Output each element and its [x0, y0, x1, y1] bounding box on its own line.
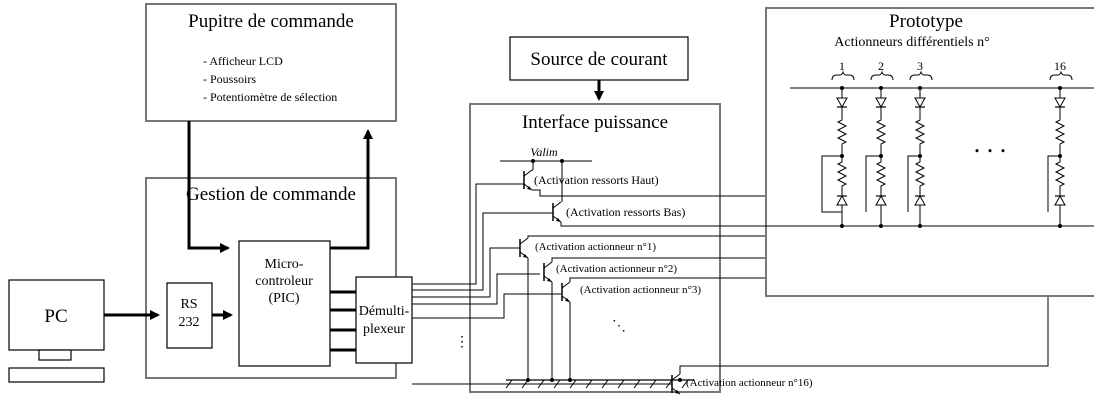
actuator-number-2: 2	[878, 59, 884, 73]
interface-ellipsis-diagonal: ⋱	[612, 319, 626, 334]
gestion-title: Gestion de commande	[186, 184, 356, 205]
bus-pupitre-to-micro	[187, 121, 230, 253]
demultiplexer-block: Démulti- plexeur	[355, 276, 413, 364]
actuator-column-1	[821, 86, 848, 228]
demux-line1: Démulti-	[359, 304, 410, 319]
label-act-1: (Activation actionneur n°1)	[535, 241, 656, 253]
rs232-line1: RS	[180, 297, 197, 312]
micro-line1: Micro-	[265, 257, 304, 272]
micro-line3: (PIC)	[268, 291, 299, 306]
pc-computer: PC	[8, 279, 105, 383]
label-act-16: (Activation actionneur n°16)	[686, 377, 813, 389]
pupitre-title: Pupitre de commande	[188, 11, 354, 32]
prototype-subtitle: Actionneurs différentiels n°	[834, 35, 989, 50]
pupitre-item-poussoirs: - Poussoirs	[203, 72, 256, 86]
pupitre-item-potentiometre: - Potentiomètre de sélection	[203, 90, 337, 104]
rs232-line2: 232	[179, 315, 200, 330]
actuator-number-1: 1	[839, 59, 845, 73]
label-act-bas: (Activation ressorts Bas)	[566, 205, 685, 219]
interface-title: Interface puissance	[522, 112, 668, 133]
label-act-haut: (Activation ressorts Haut)	[534, 173, 659, 187]
demux-line2: plexeur	[363, 322, 405, 337]
bus-micro-to-pupitre	[330, 129, 373, 250]
label-act-3: (Activation actionneur n°3)	[580, 284, 701, 296]
actuator-number-16: 16	[1054, 59, 1066, 73]
micro-line2: controleur	[255, 274, 313, 289]
valim-label: Valim	[530, 145, 558, 159]
rs232-block: RS 232	[166, 282, 213, 349]
actuator-number-3: 3	[917, 59, 923, 73]
interface-ellipsis-vertical: ⋮	[455, 335, 469, 350]
prototype-block: Prototype Actionneurs différentiels n° 1…	[765, 7, 1094, 297]
pupitre-item-lcd: - Afficheur LCD	[203, 54, 283, 68]
pc-label: PC	[44, 306, 67, 327]
source-label: Source de courant	[530, 49, 668, 70]
label-act-2: (Activation actionneur n°2)	[556, 263, 677, 275]
source-block: Source de courant	[509, 36, 689, 81]
micro-demux-bus	[330, 290, 356, 352]
demux-output-wires	[412, 183, 672, 385]
actuator-column-16	[1047, 86, 1066, 228]
prototype-ellipsis: . . .	[974, 129, 1007, 158]
microcontroller-block: Micro- controleur (PIC)	[238, 240, 331, 367]
actuator-column-3	[907, 86, 926, 228]
pupitre-block: Pupitre de commande - Afficheur LCD - Po…	[145, 3, 397, 122]
actuator-column-2	[865, 86, 887, 228]
prototype-title: Prototype	[889, 11, 963, 32]
